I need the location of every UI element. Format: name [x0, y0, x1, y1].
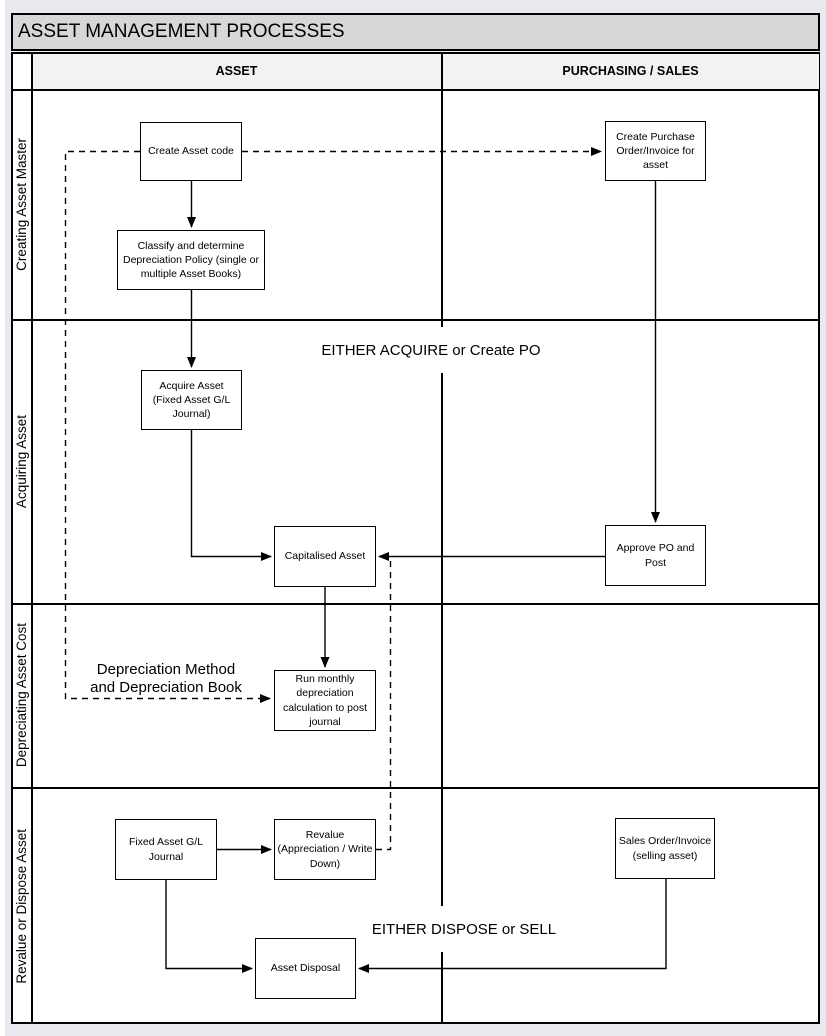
flow-node-fixed-asset-gl-journal: Fixed Asset G/L Journal: [115, 819, 217, 880]
column-header-asset: ASSET: [32, 52, 441, 90]
lane-label-depreciating-asset-cost: Depreciating Asset Cost: [14, 623, 29, 768]
lane-label-acquiring-asset: Acquiring Asset: [14, 414, 29, 509]
flow-node-acquire-asset: Acquire Asset (Fixed Asset G/L Journal): [141, 370, 242, 430]
flow-node-create-purchase-order: Create Purchase Order/Invoice for asset: [605, 121, 706, 181]
flow-node-classify-depreciation-policy: Classify and determine Depreciation Poli…: [117, 230, 265, 290]
header-bottom-line: [11, 89, 820, 91]
lane-label-revalue-or-dispose-asset: Revalue or Dispose Asset: [14, 828, 29, 984]
flow-node-capitalised-asset: Capitalised Asset: [274, 526, 376, 587]
column-header-row: [32, 54, 819, 90]
lane-divider-1: [11, 319, 820, 321]
flow-node-approve-po-and-post: Approve PO and Post: [605, 525, 706, 586]
diagram-title: ASSET MANAGEMENT PROCESSES: [18, 21, 345, 42]
flow-node-asset-disposal: Asset Disposal: [255, 938, 356, 999]
column-header-asset-label: ASSET: [215, 64, 258, 78]
flow-node-run-monthly-depreciation: Run monthly depreciation calculation to …: [274, 670, 376, 731]
lane-label-creating-asset-master: Creating Asset Master: [14, 138, 29, 271]
annotation-depreciation-method: Depreciation Method and Depreciation Boo…: [90, 661, 242, 696]
column-divider: [441, 52, 443, 1024]
flow-node-revalue: Revalue (Appreciation / Write Down): [274, 819, 376, 880]
flow-node-create-asset-code: Create Asset code: [140, 122, 242, 181]
flow-node-sales-order-invoice: Sales Order/Invoice (selling asset): [615, 818, 715, 879]
annotation-either-acquire: EITHER ACQUIRE or Create PO: [313, 327, 549, 373]
diagram-title-bar: ASSET MANAGEMENT PROCESSES: [11, 13, 820, 51]
page-left-margin: [0, 0, 5, 1036]
column-header-purchasing-sales: PURCHASING / SALES: [442, 52, 819, 90]
column-header-purchasing-sales-label: PURCHASING / SALES: [562, 64, 699, 78]
lane-divider-3: [11, 787, 820, 789]
lane-divider-2: [11, 603, 820, 605]
lane-label-divider: [31, 52, 33, 1024]
annotation-either-dispose: EITHER DISPOSE or SELL: [363, 906, 565, 952]
